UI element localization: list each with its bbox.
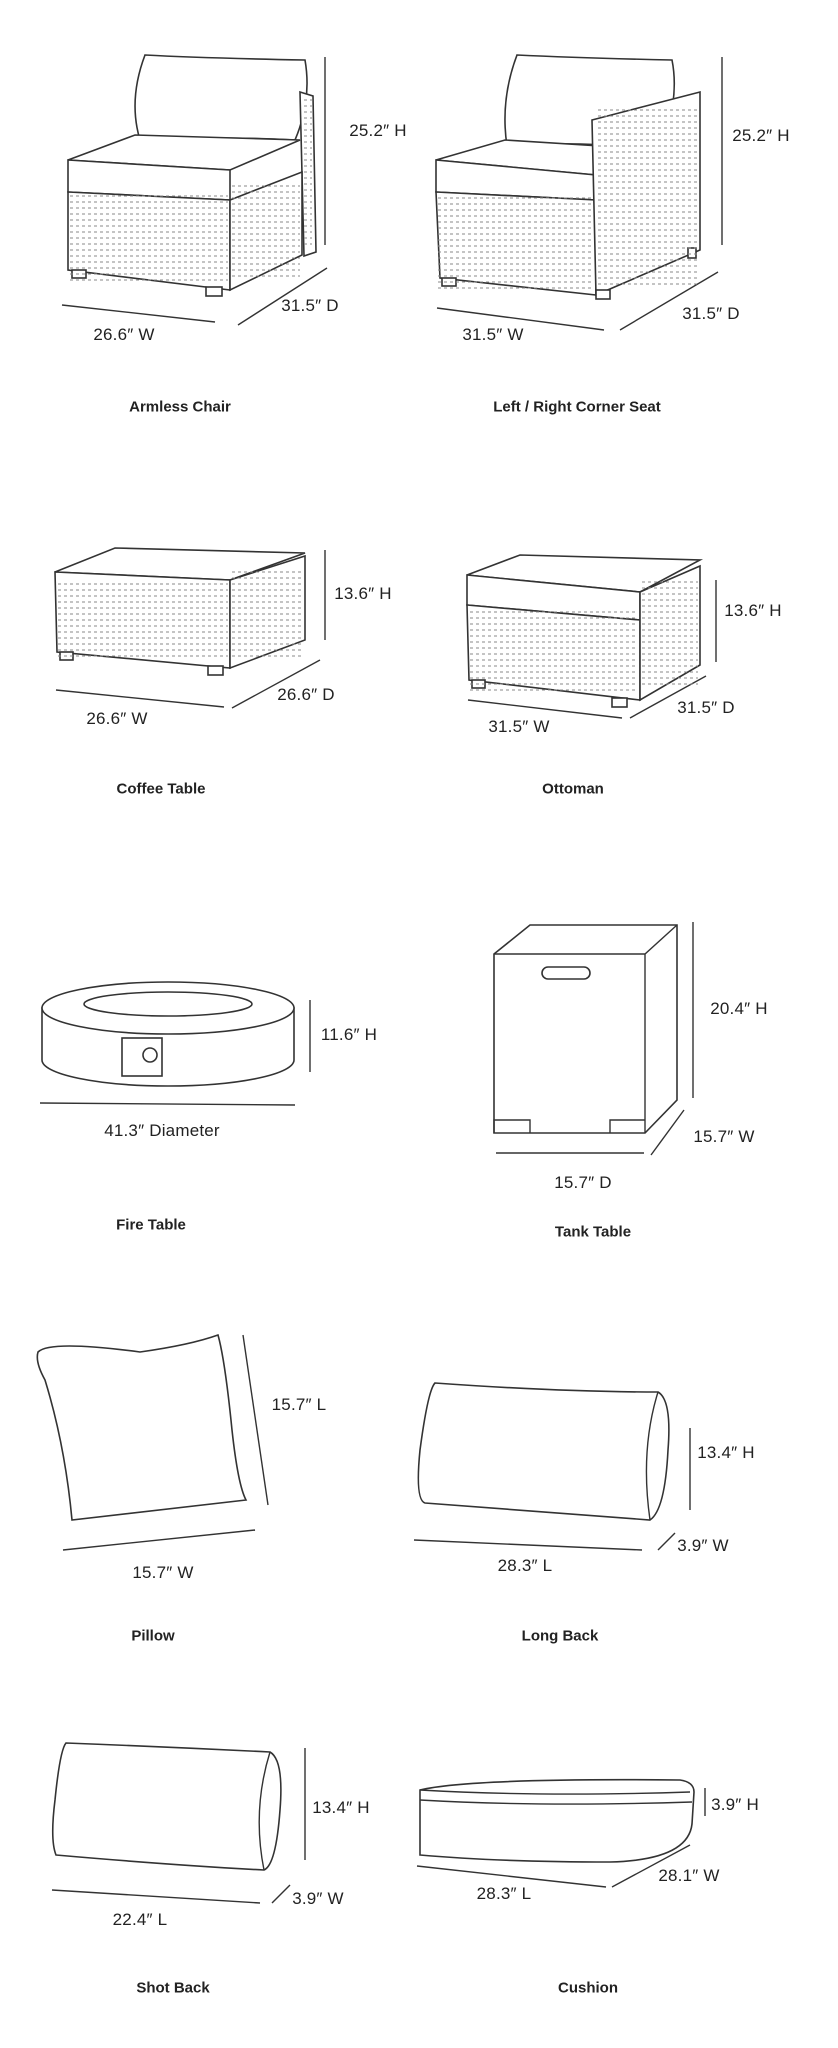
dim-height: 11.6″ H [320,1025,378,1044]
dim-depth: 31.5″ D [677,698,735,717]
dim-width: 26.6″ W [93,325,155,344]
dim-height: 25.2″ H [349,121,407,140]
dim-height: 13.6″ H [334,584,392,603]
dim-height: 13.4″ H [312,1798,370,1817]
dim-length: 15.7″ L [271,1395,327,1414]
item-title-pillow: Pillow [131,1627,175,1645]
wicker-texture [58,99,698,691]
dim-width: 3.9″ W [292,1889,344,1908]
dim-length: 22.4″ L [112,1910,168,1929]
dim-height: 13.6″ H [724,601,782,620]
item-title-tank-table: Tank Table [554,1223,632,1241]
pillow-drawing [36,1333,269,1551]
dim-height: 25.2″ H [732,126,790,145]
dim-width: 31.5″ W [488,717,550,736]
dim-height: 20.4″ H [710,999,768,1018]
dim-width: 28.1″ W [658,1866,720,1885]
item-title-cushion: Cushion [558,1979,618,1997]
dim-depth: 31.5″ D [281,296,339,315]
corner-seat-drawing [435,54,723,331]
dim-width: 15.7″ W [693,1127,755,1146]
tank-table-drawing [493,922,694,1156]
item-title-corner-seat: Left / Right Corner Seat [493,398,661,416]
dim-width: 3.9″ W [677,1536,729,1555]
long-back-drawing [413,1382,691,1551]
dim-depth: 15.7″ D [554,1173,612,1192]
dim-length: 28.3″ L [476,1884,532,1903]
item-title-long-back: Long Back [521,1627,599,1645]
item-title-coffee-table: Coffee Table [116,780,206,798]
item-title-fire-table: Fire Table [116,1216,186,1234]
cushion-drawing [416,1778,706,1888]
dim-height: 13.4″ H [697,1443,755,1462]
dim-width: 26.6″ W [86,709,148,728]
dim-width: 31.5″ W [462,325,524,344]
coffee-table-drawing [54,547,326,709]
fire-table-drawing [39,981,311,1106]
dim-length: 28.3″ L [497,1556,553,1575]
item-title-shot-back: Shot Back [136,1979,210,1997]
dim-depth: 26.6″ D [277,685,335,704]
item-title-ottoman: Ottoman [542,780,604,798]
dim-height: 3.9″ H [711,1795,759,1814]
dim-diameter: 41.3″ Diameter [104,1121,220,1140]
dim-depth: 31.5″ D [682,304,740,323]
shot-back-drawing [51,1742,306,1904]
dim-width: 15.7″ W [132,1563,194,1582]
armless-chair-drawing [61,54,328,326]
item-title-armless-chair: Armless Chair [129,398,231,416]
